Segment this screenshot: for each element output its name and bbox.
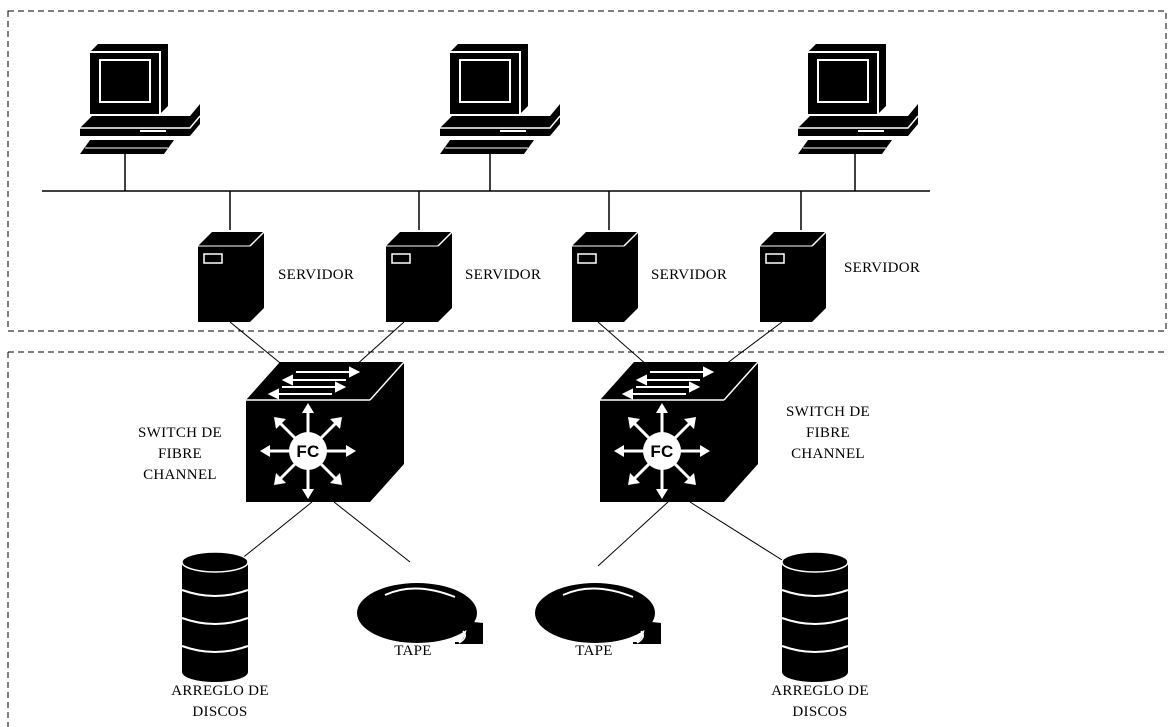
switch-label-1-line3: CHANNEL (143, 467, 217, 483)
switch-label-2-line2: FIBRE (806, 425, 850, 441)
computer-icon (797, 43, 919, 155)
tape-icon (356, 582, 484, 644)
array-label-2-line1: ARREGLO DE (771, 683, 869, 699)
server-icon (385, 231, 453, 323)
switch-label-2-line1: SWITCH DE (786, 404, 870, 420)
switch-label-1-line2: FIBRE (158, 446, 202, 462)
server-label-4: SERVIDOR (844, 260, 920, 276)
tape-label-2: TAPE (575, 643, 613, 659)
disk-array-icon (781, 551, 849, 683)
fc-label-2: FC (650, 442, 673, 461)
computer-icon (439, 43, 561, 155)
computer-icon (79, 43, 201, 155)
switch-label-2-line3: CHANNEL (791, 446, 865, 462)
server-label-3: SERVIDOR (651, 267, 727, 283)
server-icon (759, 231, 827, 323)
fibre-channel-switch-icon (598, 360, 760, 504)
disk-array-icon (181, 551, 249, 683)
server-icon (571, 231, 639, 323)
switch-label-1-line1: SWITCH DE (138, 425, 222, 441)
array-label-1-line1: ARREGLO DE (171, 683, 269, 699)
tape-icon (534, 582, 662, 644)
server-label-1: SERVIDOR (278, 267, 354, 283)
server-label-2: SERVIDOR (465, 267, 541, 283)
server-icon (197, 231, 265, 323)
tape-label-1: TAPE (394, 643, 432, 659)
fibre-channel-switch-icon (244, 360, 406, 504)
array-label-2-line2: DISCOS (792, 704, 847, 720)
fc-label-1: FC (296, 442, 319, 461)
top-frame (7, 10, 1167, 332)
array-label-1-line2: DISCOS (192, 704, 247, 720)
